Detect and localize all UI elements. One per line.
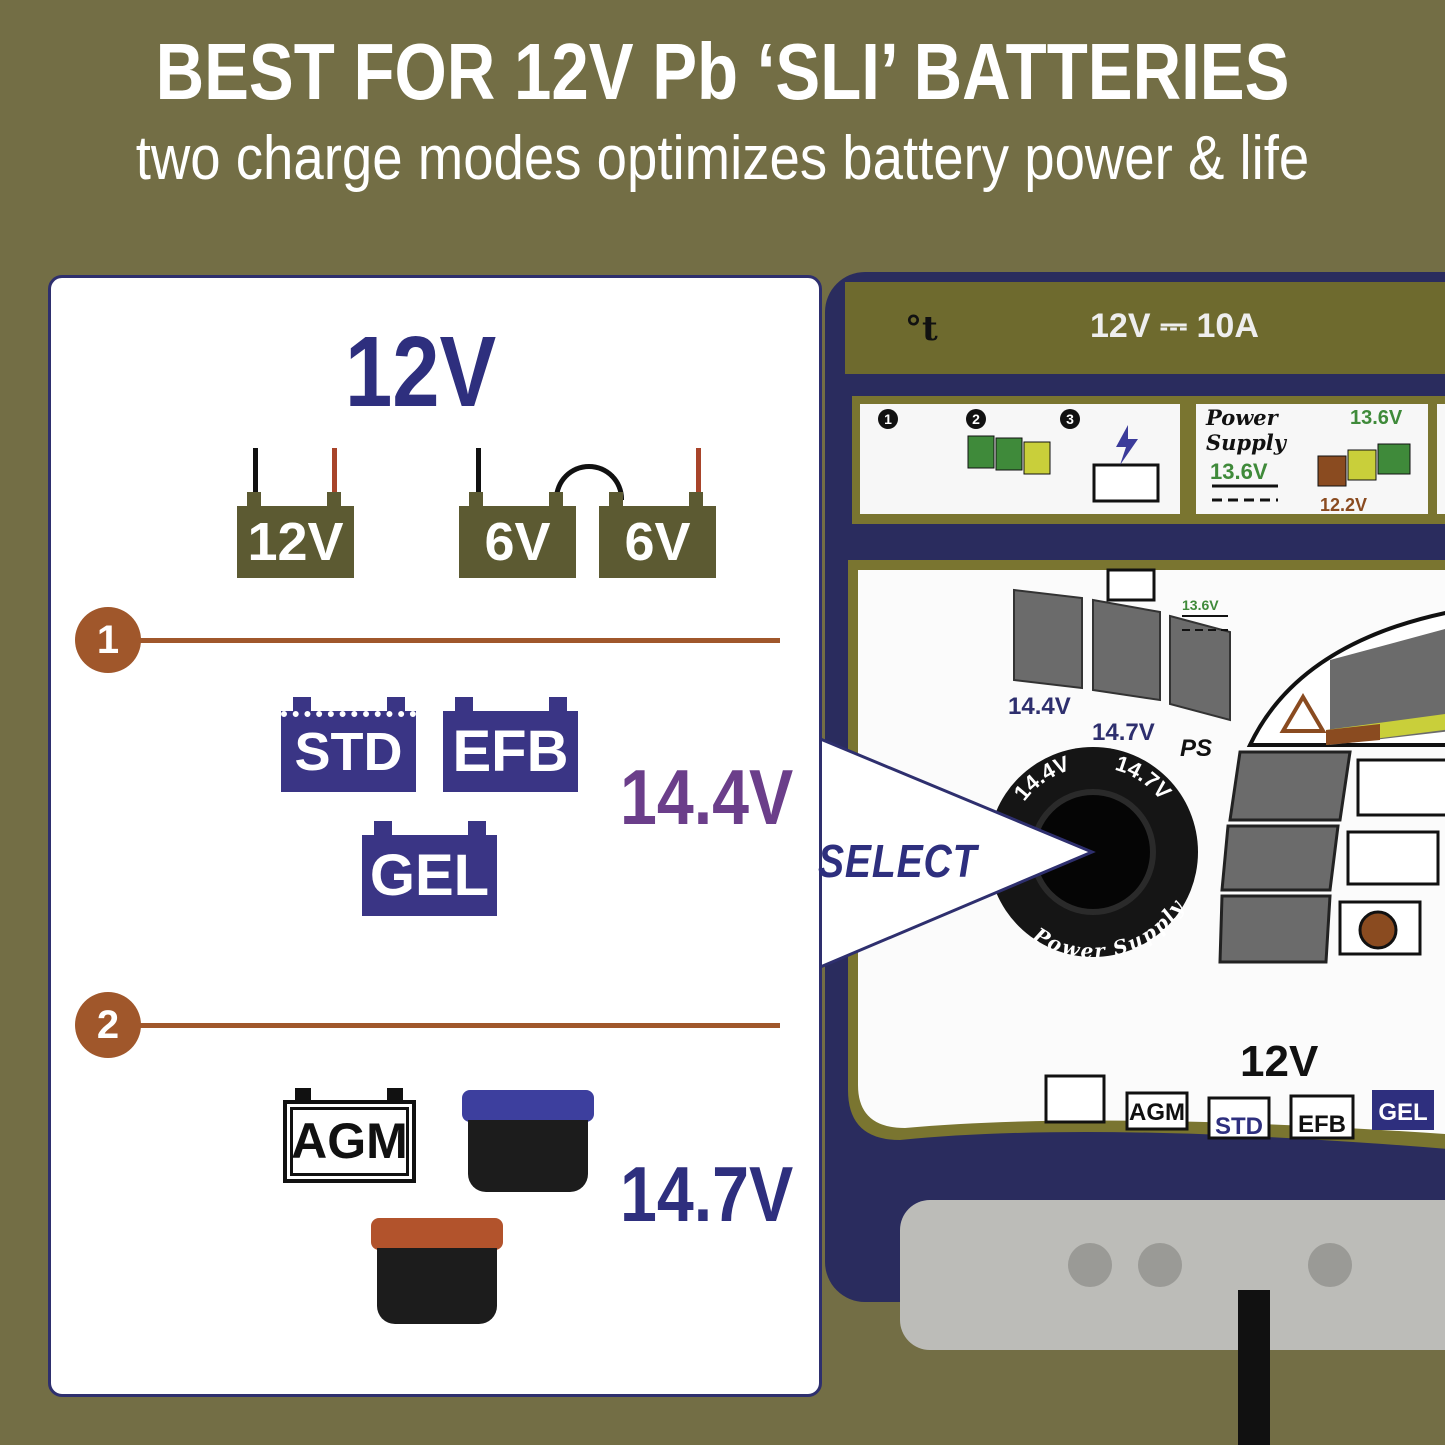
std-battery-icon: STD: [281, 697, 416, 792]
voltage-heading: 12V: [345, 316, 497, 428]
mode-2-badge: 2: [75, 992, 141, 1058]
led-label: 14.7V: [1092, 719, 1155, 746]
temperature-icon: °t: [905, 309, 938, 349]
status-leds: [1218, 750, 1352, 964]
subheadline: two charge modes optimizes battery power…: [135, 124, 1310, 193]
svg-text:2: 2: [972, 411, 980, 427]
mode-2-voltage: 14.7V: [620, 1150, 794, 1238]
cable: [1238, 1290, 1270, 1445]
headline: BEST FOR 12V Pb ‘SLI’ BATTERIES: [155, 27, 1290, 116]
repair-icon: [1358, 910, 1398, 950]
battery-6v-icon: 6V: [599, 492, 716, 578]
blue-top-battery-image: [462, 1090, 594, 1194]
svg-text:12V: 12V: [1240, 1037, 1319, 1086]
battery-12v-icon: 12V: [237, 492, 354, 578]
select-label: SELECT: [818, 835, 978, 887]
divider: [140, 638, 780, 643]
led-label: PS: [1180, 735, 1212, 762]
svg-text:1: 1: [884, 411, 892, 427]
red-top-battery-image: [371, 1218, 503, 1326]
charge-led-icon: [967, 435, 1051, 475]
ps-led-icon: [1317, 443, 1411, 487]
svg-text:12.2V: 12.2V: [1320, 495, 1367, 515]
mode-1-badge: 1: [75, 607, 141, 673]
svg-text:13.6V: 13.6V: [1182, 597, 1219, 613]
gel-battery-icon: GEL: [362, 821, 497, 916]
step-numbers: 1 2 3: [878, 409, 1080, 429]
svg-text:STD: STD: [1215, 1113, 1263, 1140]
svg-text:AGM: AGM: [1129, 1099, 1185, 1126]
battery-icon: [1106, 568, 1156, 602]
agm-battery-icon: AGM: [283, 1088, 416, 1183]
svg-text:Power: Power: [1205, 405, 1280, 430]
mode-leds: [1013, 588, 1231, 722]
led-label: 14.4V: [1008, 693, 1071, 720]
svg-text:3: 3: [1066, 411, 1074, 427]
svg-text:EFB: EFB: [1298, 1111, 1346, 1138]
battery-status-icons: [1338, 758, 1445, 956]
svg-text:13.6V: 13.6V: [1350, 407, 1403, 429]
battery-clamp-icon: [1092, 425, 1160, 503]
mode-1-voltage: 14.4V: [620, 753, 794, 841]
warning-icon: [1279, 693, 1327, 733]
svg-text:Supply: Supply: [1206, 430, 1288, 455]
svg-text:GEL: GEL: [1378, 1099, 1427, 1126]
battery-icon: [1044, 1074, 1106, 1124]
rating-text: 12V ⎓ 10A: [1090, 307, 1259, 345]
battery-6v-icon: 6V: [459, 492, 576, 578]
divider: [140, 1023, 780, 1028]
efb-battery-icon: EFB: [443, 697, 578, 792]
svg-text:13.6V: 13.6V: [1210, 459, 1268, 484]
top-label-band: [845, 282, 1445, 374]
